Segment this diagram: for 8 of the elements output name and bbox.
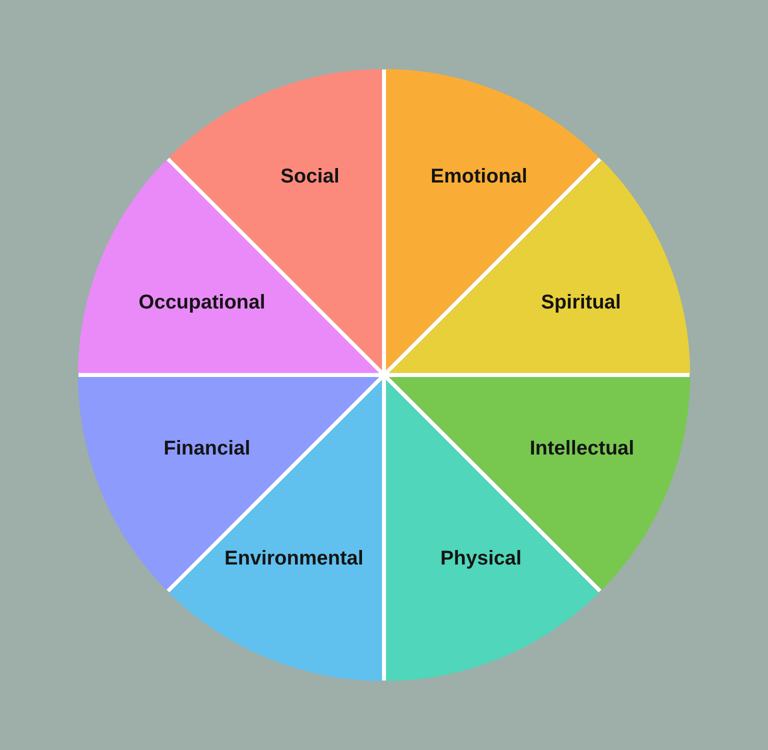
segment-label: Occupational — [138, 291, 266, 314]
segment-label: Social — [280, 165, 340, 188]
segment-label: Financial — [164, 438, 250, 460]
segment-label: Spiritual — [540, 291, 621, 314]
segment-label: Environmental — [224, 547, 364, 570]
segment-label: Intellectual — [530, 438, 634, 460]
segment-label: Emotional — [430, 165, 528, 188]
segment-label: Physical — [440, 547, 522, 570]
